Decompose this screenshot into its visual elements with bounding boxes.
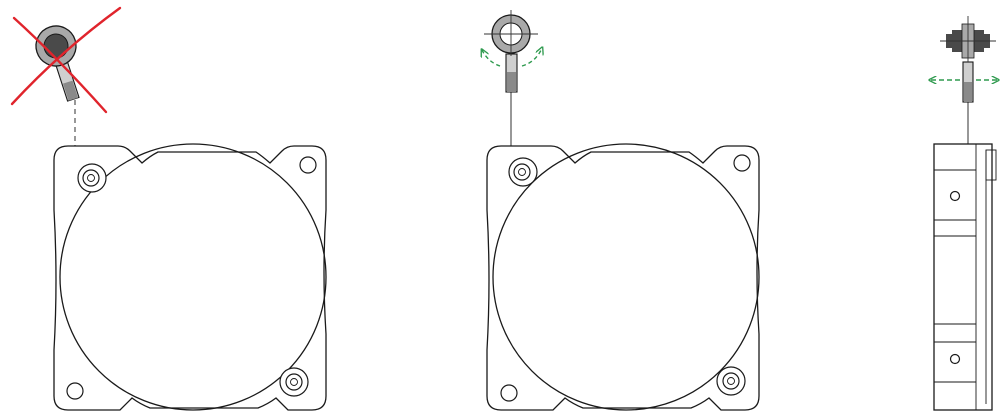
view-correct-mounting xyxy=(482,10,760,411)
mounting-hole-bottom-left xyxy=(500,384,518,402)
view-incorrect-mounting xyxy=(10,6,327,411)
vertical-tool xyxy=(484,10,538,93)
side-body xyxy=(933,143,993,411)
screw-top-left xyxy=(508,157,538,187)
mounting-hole-top-right xyxy=(299,156,317,174)
crosshair-icon xyxy=(484,10,538,56)
view-side xyxy=(930,16,998,411)
reject-cross-icon xyxy=(10,6,122,114)
mounting-hole-bottom-left xyxy=(66,382,84,400)
side-hole-upper xyxy=(949,190,961,202)
rotation-arrows-icon xyxy=(482,48,542,67)
screw-bottom-right xyxy=(716,366,746,396)
mounting-hole-top-right xyxy=(733,154,751,172)
screw-bottom-right xyxy=(279,367,309,397)
side-hole-lower xyxy=(949,353,961,365)
main-bore-circle xyxy=(59,143,327,411)
tilted-tool xyxy=(35,25,80,102)
mounting-plate xyxy=(486,145,760,411)
side-tool xyxy=(940,16,996,103)
main-bore-circle xyxy=(492,143,760,411)
mounting-plate xyxy=(53,145,327,411)
screw-top-left xyxy=(77,163,107,193)
